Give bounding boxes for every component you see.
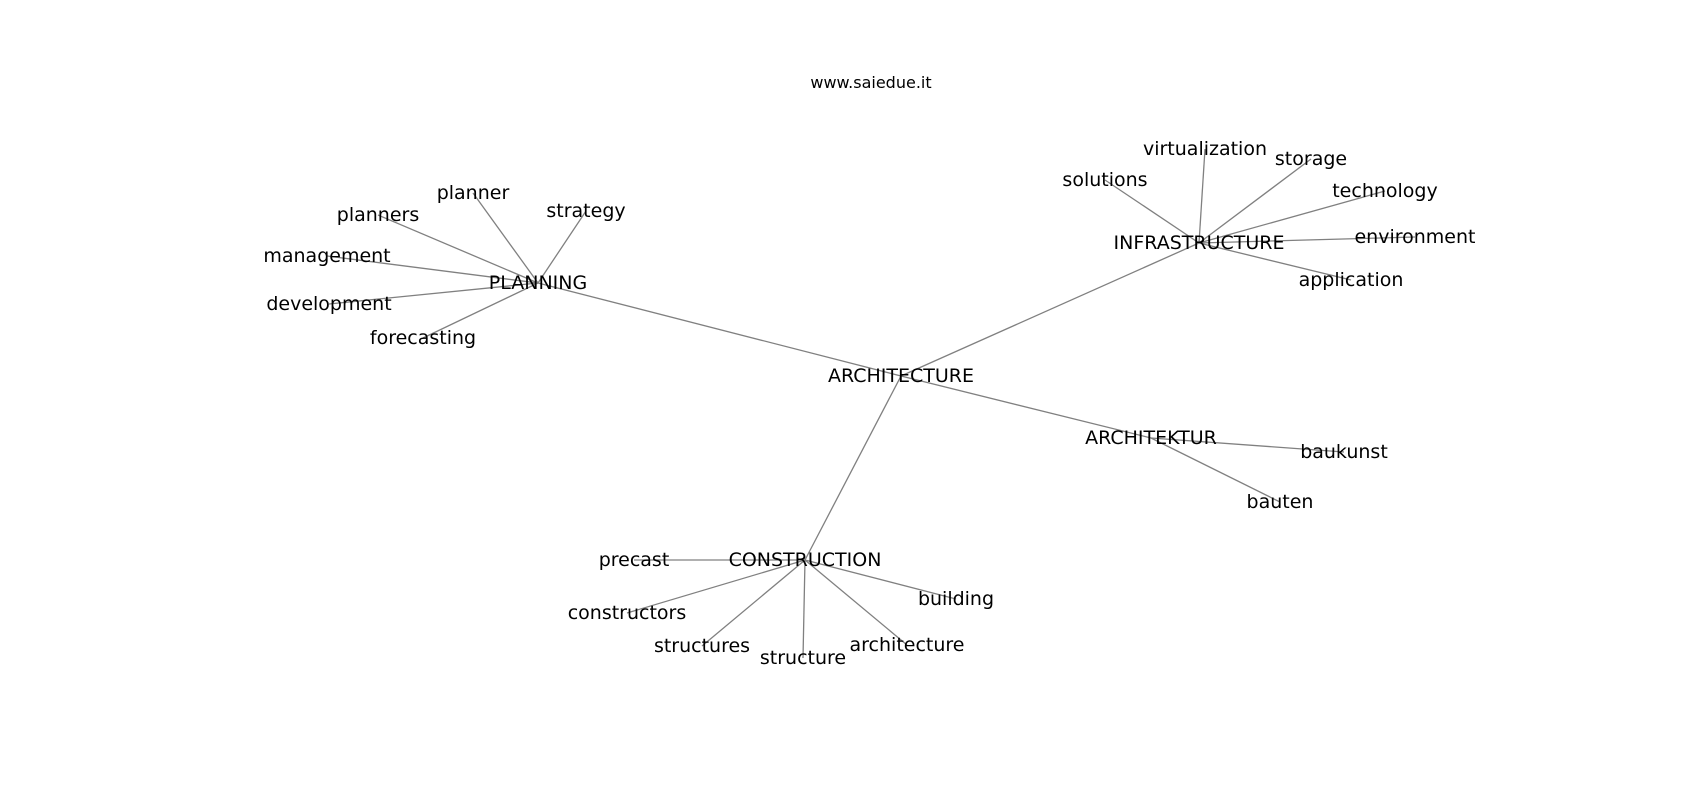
edge-infrastructure-technology	[1198, 190, 1386, 244]
edge-infrastructure-application	[1198, 242, 1352, 281]
node-planner: planner	[437, 182, 510, 204]
edge-infrastructure-virtualization	[1198, 148, 1206, 244]
edge-infrastructure-environment	[1198, 236, 1416, 244]
node-building: building	[918, 588, 994, 610]
edge-architecture-architektur	[900, 375, 1152, 439]
node-application: application	[1299, 269, 1404, 291]
node-management: management	[263, 245, 390, 267]
node-structures: structures	[654, 635, 750, 657]
edge-architektur-baukunst	[1150, 437, 1345, 453]
edge-construction-structure	[802, 559, 806, 659]
graph-edges	[326, 148, 1416, 659]
edge-architecture-construction	[804, 375, 902, 561]
node-bauten: bauten	[1247, 491, 1314, 513]
node-storage: storage	[1275, 148, 1347, 170]
node-planning: PLANNING	[489, 272, 587, 294]
node-development: development	[266, 293, 391, 315]
edge-construction-constructors	[626, 559, 806, 614]
edge-architecture-planning	[537, 282, 902, 377]
node-technology: technology	[1332, 180, 1438, 202]
node-precast: precast	[599, 549, 670, 571]
node-structure: structure	[760, 647, 846, 669]
edge-construction-building	[804, 559, 957, 600]
edge-planning-planner	[472, 192, 539, 284]
node-construction: CONSTRUCTION	[729, 549, 882, 571]
node-constructors: constructors	[568, 602, 687, 624]
node-virtualization: virtualization	[1143, 138, 1267, 160]
node-planners: planners	[337, 204, 419, 226]
edge-planning-planners	[377, 214, 539, 284]
node-forecasting: forecasting	[370, 327, 476, 349]
edge-infrastructure-storage	[1198, 158, 1312, 244]
node-architektur: ARCHITEKTUR	[1085, 427, 1217, 449]
node-solutions: solutions	[1062, 169, 1147, 191]
node-architecture: ARCHITECTURE	[828, 365, 974, 387]
edge-planning-management	[326, 255, 539, 284]
edge-architecture-infrastructure	[900, 242, 1200, 377]
edge-planning-strategy	[537, 210, 587, 284]
node-environment: environment	[1354, 226, 1475, 248]
edge-construction-architecture_term	[804, 559, 908, 646]
graph-nodes: ARCHITECTURE PLANNING INFRASTRUCTURE ARCHIT…	[263, 138, 1475, 669]
edge-infrastructure-solutions	[1104, 179, 1200, 244]
node-infrastructure: INFRASTRUCTURE	[1114, 232, 1285, 254]
node-strategy: strategy	[546, 200, 625, 222]
site-url-label: www.saiedue.it	[810, 73, 931, 92]
edge-construction-structures	[701, 559, 806, 647]
edge-planning-forecasting	[422, 282, 539, 339]
edge-planning-development	[328, 282, 539, 305]
node-architecture-term: architecture	[850, 634, 965, 656]
edge-architektur-bauten	[1150, 437, 1281, 503]
node-baukunst: baukunst	[1300, 441, 1388, 463]
